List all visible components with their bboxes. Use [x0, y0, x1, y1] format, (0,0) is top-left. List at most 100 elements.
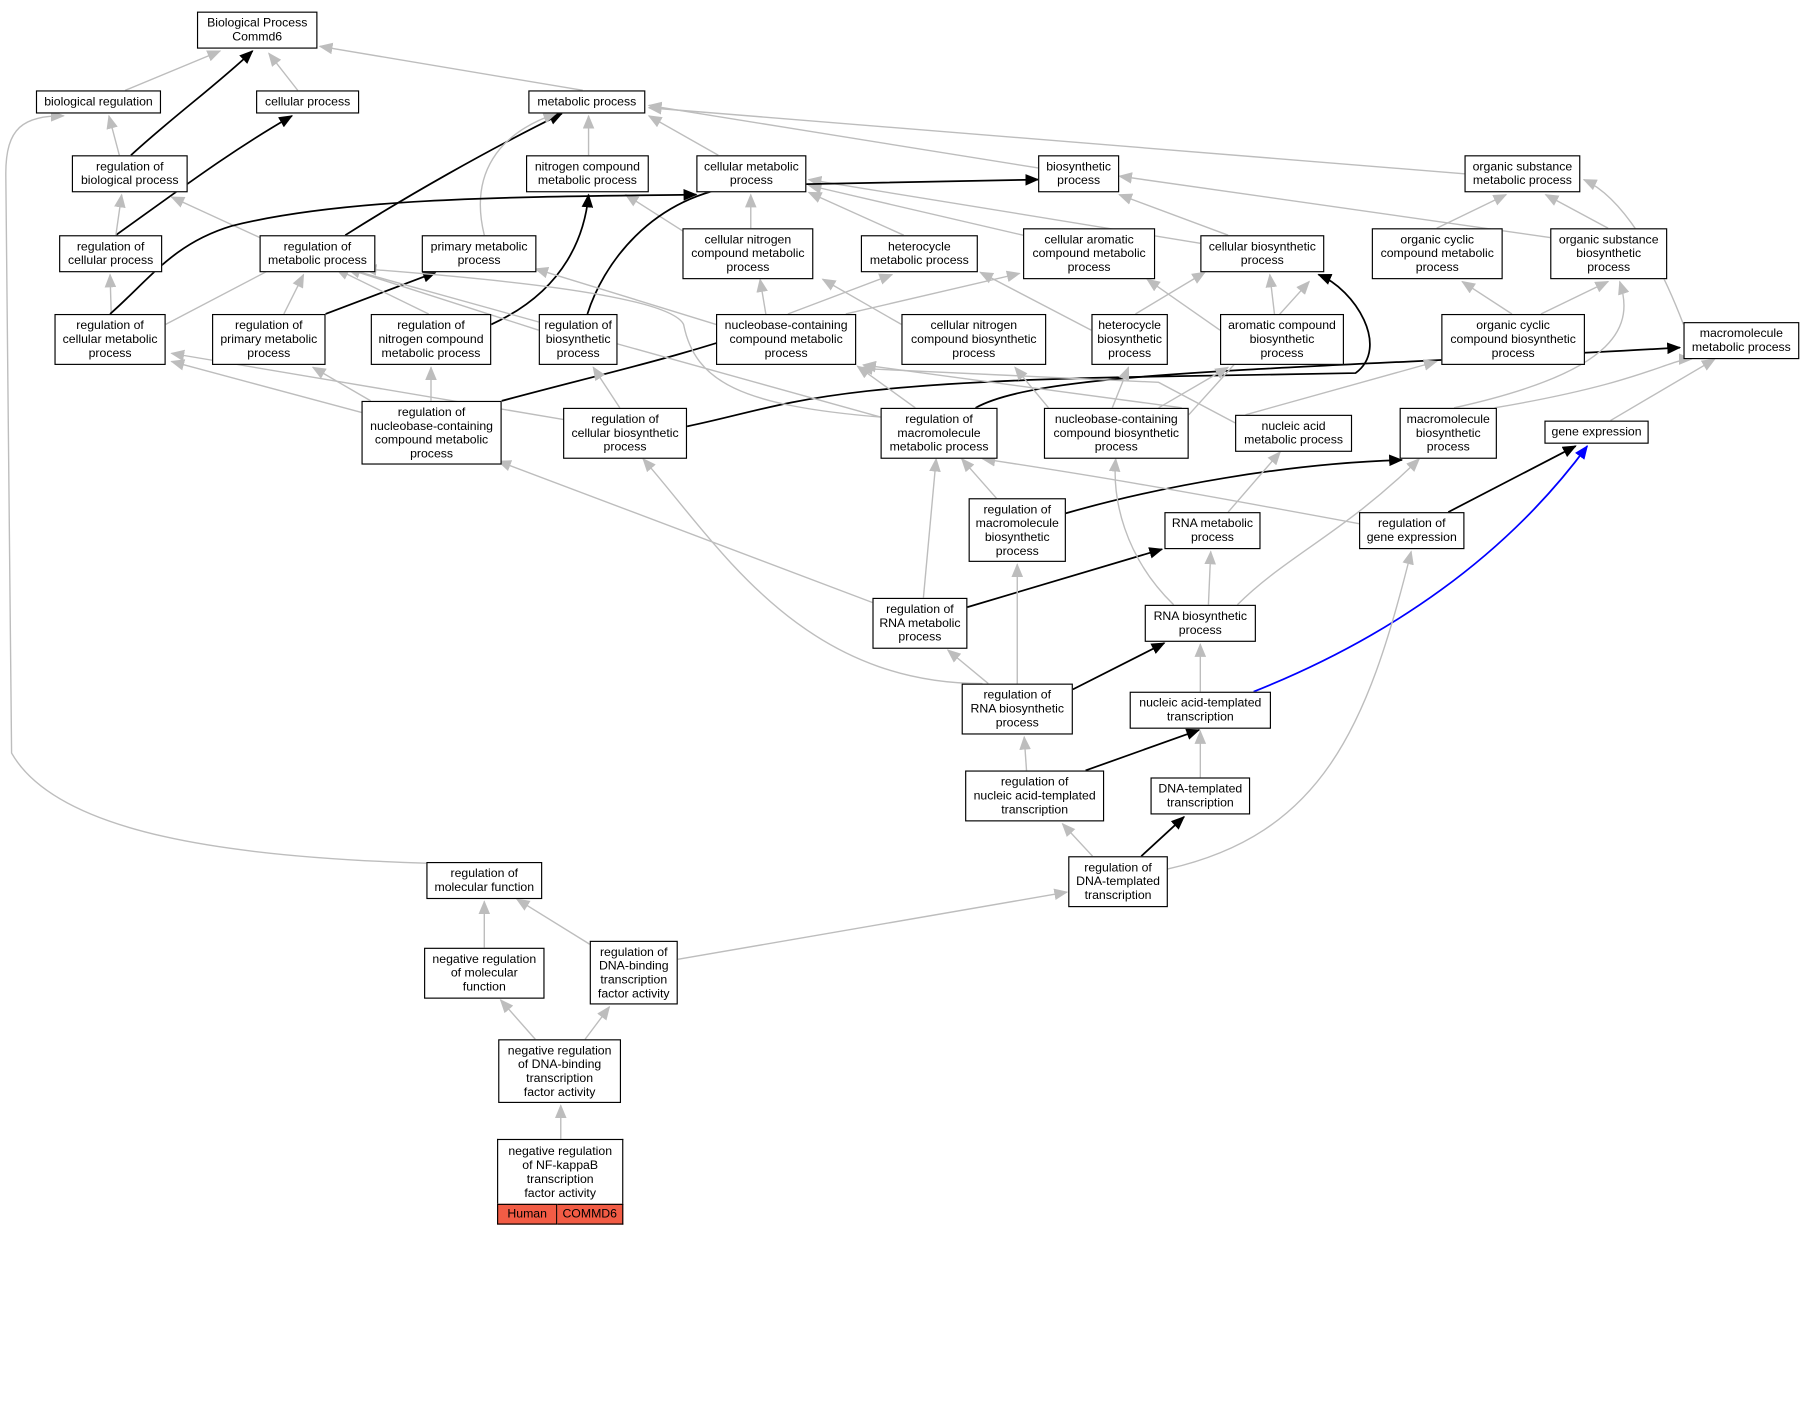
node-organic-cyclic-compound-metabolic-process[interactable]: organic cyclic compound metabolic proces…: [1371, 228, 1503, 280]
node-regulation-of-cellular-biosynthetic-process[interactable]: regulation of cellular biosynthetic proc…: [563, 407, 688, 459]
edge-9: [115, 115, 293, 236]
node-cellular-biosynthetic-process[interactable]: cellular biosynthetic process: [1200, 235, 1325, 273]
edge-41: [1265, 273, 1278, 315]
edge-85: [1140, 816, 1185, 857]
node-biological-regulation[interactable]: biological regulation: [35, 90, 162, 114]
edge-78: [642, 457, 983, 685]
node-regulation-of-cellular-process[interactable]: regulation of cellular process: [59, 235, 163, 273]
node-rna-metabolic-process[interactable]: RNA metabolic process: [1164, 512, 1261, 550]
node-regulation-of-molecular-function[interactable]: regulation of molecular function: [426, 861, 543, 900]
node-regulation-of-nitrogen-compound-metabolic-process[interactable]: regulation of nitrogen compound metaboli…: [370, 313, 492, 365]
edge-60: [858, 363, 1236, 424]
edge-34: [787, 273, 894, 315]
edge-58: [862, 360, 1182, 409]
edge-3: [130, 50, 254, 156]
edge-71: [497, 460, 873, 604]
node-organic-substance-metabolic-process[interactable]: organic substance metabolic process: [1464, 155, 1581, 193]
edge-77: [1072, 642, 1166, 691]
node-cellular-nitrogen-compound-biosynthetic-process[interactable]: cellular nitrogen compound biosynthetic …: [901, 313, 1047, 365]
node-regulation-of-gene-expression[interactable]: regulation of gene expression: [1359, 512, 1465, 550]
node-organic-cyclic-compound-biosynthetic-process[interactable]: organic cyclic compound biosynthetic pro…: [1441, 313, 1585, 365]
node-nucleobase-containing-compound-biosynthetic-process[interactable]: nucleobase-containing compound biosynthe…: [1043, 407, 1189, 459]
node-regulation-of-nucleobase-containing-compound-metabolic-process[interactable]: regulation of nucleobase-containing comp…: [361, 400, 502, 465]
edge-16: [807, 191, 904, 236]
node-regulation-of-macromolecule-metabolic-process[interactable]: regulation of macromolecule metabolic pr…: [880, 407, 998, 459]
edge-30: [490, 193, 594, 326]
node-biological-process-root[interactable]: Biological Process Commd6: [196, 11, 318, 49]
gene-tag[interactable]: COMMD6: [557, 1203, 624, 1225]
edge-21: [1544, 194, 1609, 229]
node-regulation-of-biological-process[interactable]: regulation of biological process: [71, 155, 188, 193]
edge-7: [647, 101, 1039, 169]
edge-75: [946, 649, 989, 685]
edge-55: [1111, 366, 1130, 409]
node-organic-substance-biosynthetic-process[interactable]: organic substance biosynthetic process: [1550, 228, 1668, 280]
node-regulation-of-rna-biosynthetic-process[interactable]: regulation of RNA biosynthetic process: [961, 683, 1073, 735]
edge-49: [592, 366, 621, 409]
node-cellular-metabolic-process[interactable]: cellular metabolic process: [696, 155, 807, 193]
edge-45: [170, 359, 362, 414]
node-nucleic-acid-templated-transcription[interactable]: nucleic acid-templated transcription: [1129, 691, 1271, 729]
edge-81: [1019, 735, 1031, 771]
node-negative-regulation-of-nf-kappab-transcription-factor-activity[interactable]: negative regulation of NF-kappaB transcr…: [497, 1138, 624, 1204]
node-macromolecule-biosynthetic-process[interactable]: macromolecule biosynthetic process: [1399, 407, 1497, 459]
edge-31: [346, 267, 539, 331]
node-regulation-of-primary-metabolic-process[interactable]: regulation of primary metabolic process: [212, 313, 326, 365]
node-primary-metabolic-process[interactable]: primary metabolic process: [421, 235, 537, 273]
node-regulation-of-rna-metabolic-process[interactable]: regulation of RNA metabolic process: [872, 597, 968, 649]
edge-0: [124, 50, 222, 92]
node-rna-biosynthetic-process[interactable]: RNA biosynthetic process: [1144, 604, 1256, 642]
node-macromolecule-metabolic-process[interactable]: macromolecule metabolic process: [1683, 322, 1800, 360]
node-cellular-nitrogen-compound-metabolic-process[interactable]: cellular nitrogen compound metabolic pro…: [682, 228, 814, 280]
node-cellular-aromatic-compound-metabolic-process[interactable]: cellular aromatic compound metabolic pro…: [1023, 228, 1156, 280]
edge-63: [1610, 358, 1716, 422]
edge-80: [1253, 445, 1588, 693]
node-metabolic-process[interactable]: metabolic process: [528, 90, 646, 114]
node-regulation-of-cellular-metabolic-process[interactable]: regulation of cellular metabolic process: [54, 313, 166, 365]
edge-59: [1245, 359, 1438, 416]
node-regulation-of-dna-binding-transcription-factor-activity[interactable]: regulation of DNA-binding transcription …: [589, 940, 678, 1005]
edge-39: [1135, 271, 1206, 315]
edge-28: [325, 271, 437, 315]
edge-69: [967, 547, 1164, 608]
edge-70: [922, 457, 941, 598]
node-nitrogen-compound-metabolic-process[interactable]: nitrogen compound metabolic process: [526, 155, 649, 193]
node-regulation-of-metabolic-process[interactable]: regulation of metabolic process: [259, 235, 376, 273]
edge-91: [499, 999, 536, 1040]
edge-13: [479, 112, 558, 236]
edge-86: [1167, 550, 1414, 870]
node-regulation-of-nucleic-acid-templated-transcription[interactable]: regulation of nucleic acid-templated tra…: [965, 770, 1105, 822]
edge-65: [960, 457, 997, 499]
node-heterocycle-metabolic-process[interactable]: heterocycle metabolic process: [860, 235, 978, 273]
species-tag[interactable]: Human: [497, 1203, 558, 1225]
node-regulation-of-macromolecule-biosynthetic-process[interactable]: regulation of macromolecule biosynthetic…: [968, 498, 1066, 562]
node-cellular-process[interactable]: cellular process: [256, 90, 360, 114]
edge-42: [1461, 280, 1513, 315]
edge-8: [647, 103, 1465, 175]
edge-1: [268, 52, 299, 91]
edge-73: [1108, 457, 1175, 606]
edge-89: [515, 898, 591, 945]
annotation-tag-row: Human COMMD6: [497, 1203, 624, 1225]
node-heterocycle-biosynthetic-process[interactable]: heterocycle biosynthetic process: [1091, 313, 1168, 365]
node-nucleobase-containing-compound-metabolic-process[interactable]: nucleobase-containing compound metabolic…: [716, 313, 857, 365]
edge-27: [283, 273, 305, 315]
node-negative-regulation-of-dna-binding-transcription-factor-activity[interactable]: negative regulation of DNA-binding trans…: [498, 1039, 622, 1103]
node-regulation-of-biosynthetic-process[interactable]: regulation of biosynthetic process: [538, 313, 618, 365]
leaf-term-group: negative regulation of NF-kappaB transcr…: [497, 1138, 624, 1225]
node-nucleic-acid-metabolic-process[interactable]: nucleic acid metabolic process: [1235, 414, 1353, 452]
node-aromatic-compound-biosynthetic-process[interactable]: aromatic compound biosynthetic process: [1220, 313, 1344, 365]
edge-64: [1065, 454, 1404, 515]
node-biosynthetic-process[interactable]: biosynthetic process: [1038, 155, 1120, 193]
node-gene-expression[interactable]: gene expression: [1544, 420, 1649, 444]
edge-29: [334, 268, 429, 315]
node-dna-templated-transcription[interactable]: DNA-templated transcription: [1150, 777, 1251, 815]
edge-24: [104, 273, 117, 315]
edge-74: [1236, 457, 1421, 606]
edge-6: [647, 115, 719, 156]
node-regulation-of-dna-templated-transcription[interactable]: regulation of DNA-templated transcriptio…: [1068, 856, 1168, 908]
edge-43: [1540, 280, 1610, 315]
edge-87: [5, 110, 427, 864]
node-negative-regulation-of-molecular-function[interactable]: negative regulation of molecular functio…: [424, 947, 545, 999]
